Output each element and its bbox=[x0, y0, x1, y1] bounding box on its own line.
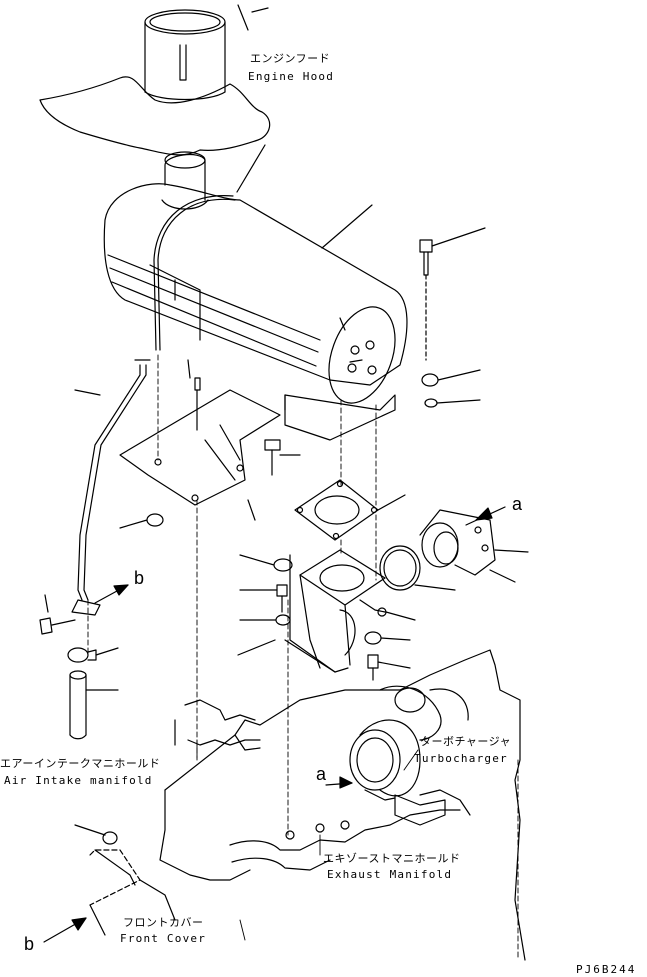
muffler-bracket bbox=[119, 359, 301, 521]
turbocharger-label-jp: ターボチャージャ bbox=[420, 735, 511, 748]
ref-label-b-lower: b bbox=[24, 934, 34, 954]
drawing-code: PJ6B244 bbox=[576, 963, 636, 976]
drain-pipe bbox=[71, 359, 151, 616]
air-intake-label-en: Air Intake manifold bbox=[4, 774, 153, 787]
nut-and-washer bbox=[421, 369, 481, 408]
engine-hood bbox=[39, 4, 271, 156]
exhaust-elbow bbox=[284, 549, 416, 673]
clamp-bolt bbox=[39, 594, 76, 635]
ref-arrow-b-upper bbox=[94, 584, 129, 604]
ref-label-a-lower: a bbox=[316, 764, 327, 784]
lower-nut-and-bolt bbox=[364, 631, 411, 681]
ref-label-a-upper: a bbox=[512, 494, 523, 514]
bolt-upper-right bbox=[419, 227, 486, 361]
turbo-adapter bbox=[419, 509, 529, 583]
leader-lines bbox=[196, 739, 419, 941]
air-intake-label-jp: エアーインテークマニホールド bbox=[0, 757, 160, 770]
exhaust-label-jp: エキゾーストマニホールド bbox=[323, 852, 460, 865]
elbow-nuts bbox=[237, 554, 293, 656]
front-cover bbox=[74, 824, 176, 936]
ref-arrow-a-upper bbox=[465, 506, 506, 526]
front-cover-label-jp: フロントカバー bbox=[123, 916, 204, 929]
turbocharger bbox=[349, 685, 469, 826]
front-cover-label-en: Front Cover bbox=[120, 932, 206, 945]
gasket-upper bbox=[294, 479, 406, 541]
hose-and-clamp bbox=[67, 647, 119, 740]
ref-arrow-b-lower bbox=[43, 917, 87, 943]
engine-block bbox=[159, 649, 526, 961]
engine-hood-label-jp: エンジンフード bbox=[250, 52, 330, 65]
bracket-washer bbox=[119, 513, 164, 529]
muffler bbox=[103, 144, 408, 441]
engine-hood-label-en: Engine Hood bbox=[248, 70, 334, 83]
alignment-lines bbox=[87, 354, 519, 961]
gasket-ring bbox=[379, 545, 456, 591]
ref-arrow-a-lower bbox=[325, 776, 353, 789]
ref-label-b-upper: b bbox=[134, 568, 144, 588]
turbocharger-label-en: Turbocharger bbox=[414, 752, 508, 765]
exhaust-label-en: Exhaust Manifold bbox=[327, 868, 452, 881]
